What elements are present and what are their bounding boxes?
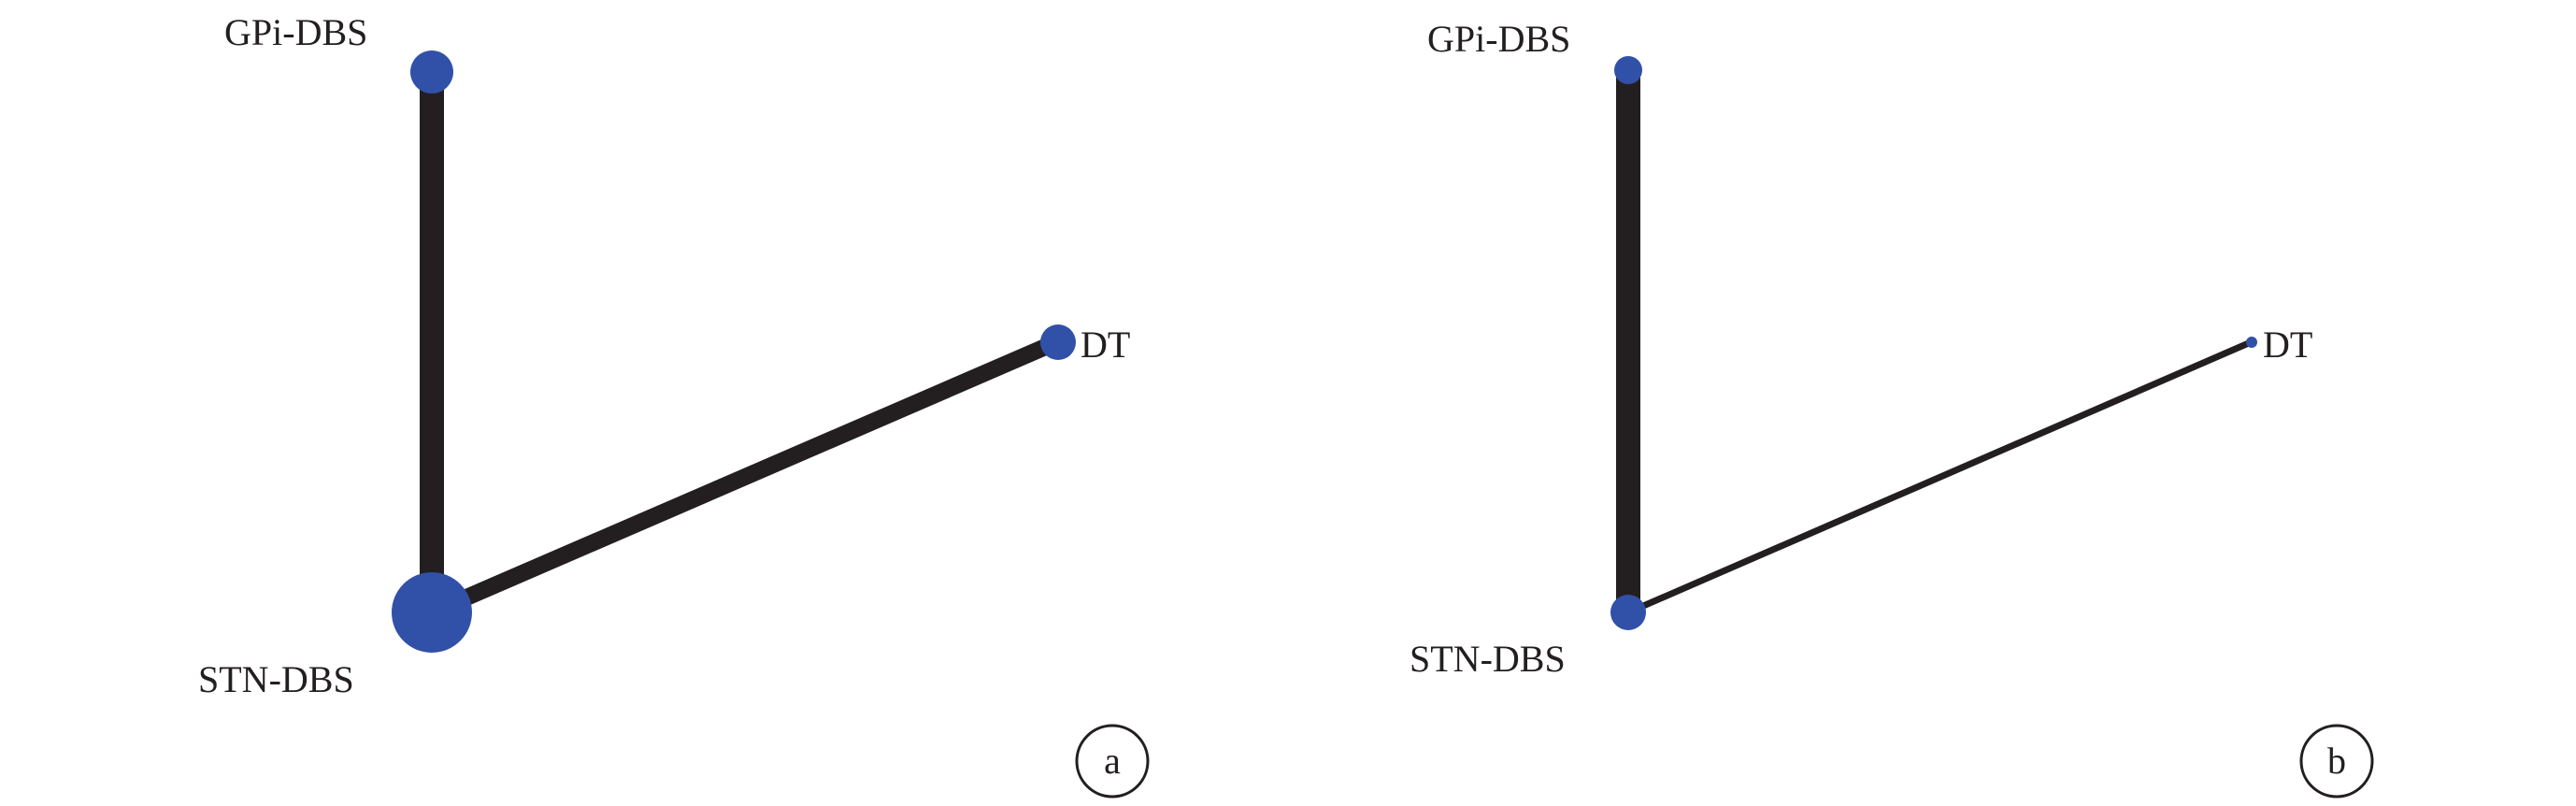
panel-b: GPi-DBS DT STN-DBS b	[1410, 18, 2374, 799]
edge-b-stn-dt	[1626, 338, 2253, 616]
node-label-a-stn: STN-DBS	[198, 658, 354, 700]
panel-letter-circle-b	[2299, 724, 2374, 799]
panel-letter-a: a	[1104, 740, 1121, 782]
panel-letter-b: b	[2327, 740, 2346, 782]
node-label-b-dt: DT	[2263, 324, 2312, 366]
node-b-stn	[1610, 595, 1646, 630]
node-label-a-gpi: GPi-DBS	[224, 11, 367, 53]
node-label-b-gpi: GPi-DBS	[1427, 18, 1570, 60]
panel-a: GPi-DBS DT STN-DBS a	[198, 11, 1150, 799]
node-b-gpi	[1614, 56, 1642, 84]
node-a-gpi	[410, 50, 453, 94]
edge-a-stn-dt	[428, 334, 1060, 621]
node-label-a-dt: DT	[1080, 324, 1130, 366]
panel-letter-circle-a	[1075, 724, 1150, 799]
node-a-stn	[392, 572, 472, 653]
node-a-dt	[1040, 324, 1076, 360]
node-label-b-stn: STN-DBS	[1410, 638, 1566, 680]
node-b-dt	[2246, 337, 2257, 348]
